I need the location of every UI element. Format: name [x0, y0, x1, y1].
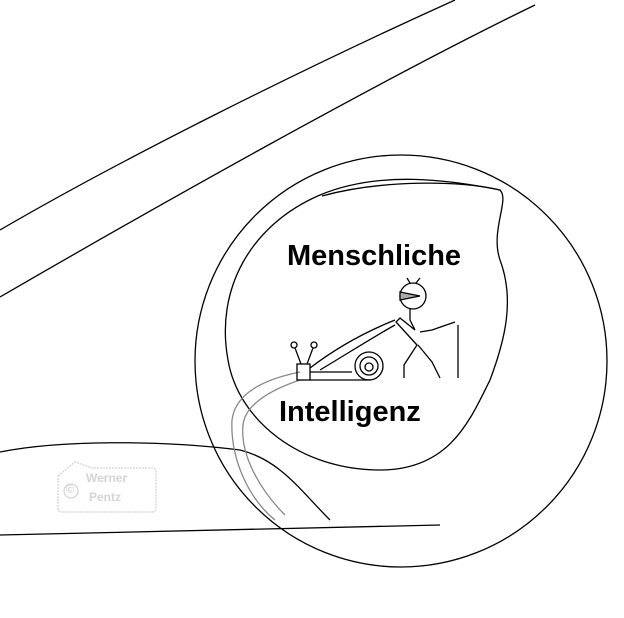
leash-2: [319, 324, 396, 371]
outer-curve-line-second: [0, 4, 536, 298]
road-left: [231, 371, 301, 521]
stick-figure: [395, 277, 459, 379]
watermark-copyright: ©: [66, 484, 75, 496]
inner-blob: [224, 178, 509, 471]
copyright-circle: [63, 483, 79, 499]
watermark-name-2: Pentz: [89, 490, 122, 504]
watermark-name-1: Werner: [86, 471, 128, 485]
leash: [309, 319, 396, 369]
road-right: [242, 379, 301, 516]
watermark-badge: [57, 461, 157, 513]
ground-line: [0, 524, 441, 536]
title-intelligenz: Intelligenz: [279, 396, 421, 428]
big-circle: [194, 154, 608, 568]
snail: [290, 341, 384, 381]
outer-curve-line-top: [0, 0, 456, 231]
arc-top-connector: [321, 182, 501, 197]
ground-curve: [0, 442, 331, 521]
title-menschliche: Menschliche: [287, 240, 462, 272]
